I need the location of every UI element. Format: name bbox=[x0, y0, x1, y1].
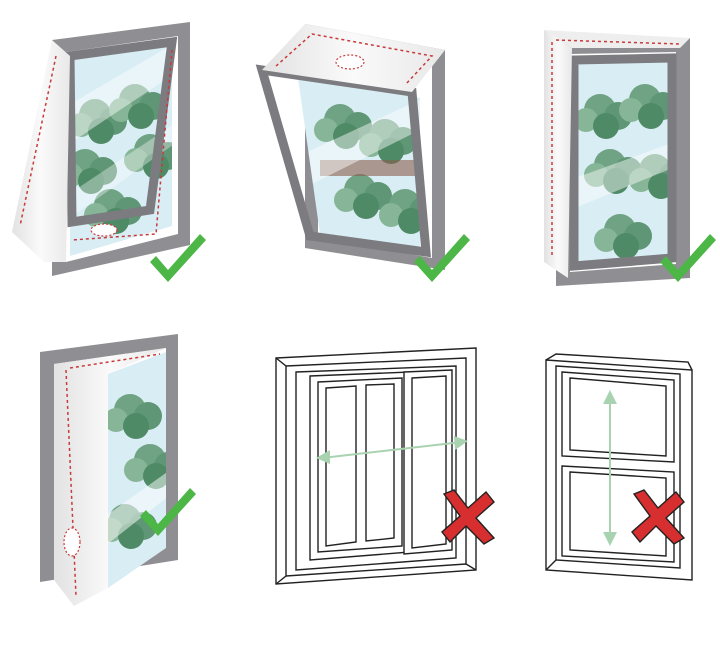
panel-bottom-hung-window bbox=[262, 24, 470, 282]
upper-sash bbox=[562, 372, 674, 462]
fabric-seal bbox=[12, 40, 70, 262]
panel-casement-open-window bbox=[40, 334, 196, 606]
hose-opening bbox=[64, 528, 80, 556]
fabric-seal bbox=[544, 30, 572, 278]
left-sliding-sash bbox=[310, 372, 410, 560]
panel-side-hung-window bbox=[544, 30, 716, 286]
hose-opening bbox=[91, 224, 117, 236]
panel-top-hung-window bbox=[12, 22, 206, 282]
right-sliding-sash bbox=[404, 370, 452, 554]
hose-opening bbox=[336, 55, 364, 69]
panel-horizontal-sliding-window bbox=[276, 348, 494, 584]
panel-vertical-sliding-window bbox=[546, 354, 692, 580]
